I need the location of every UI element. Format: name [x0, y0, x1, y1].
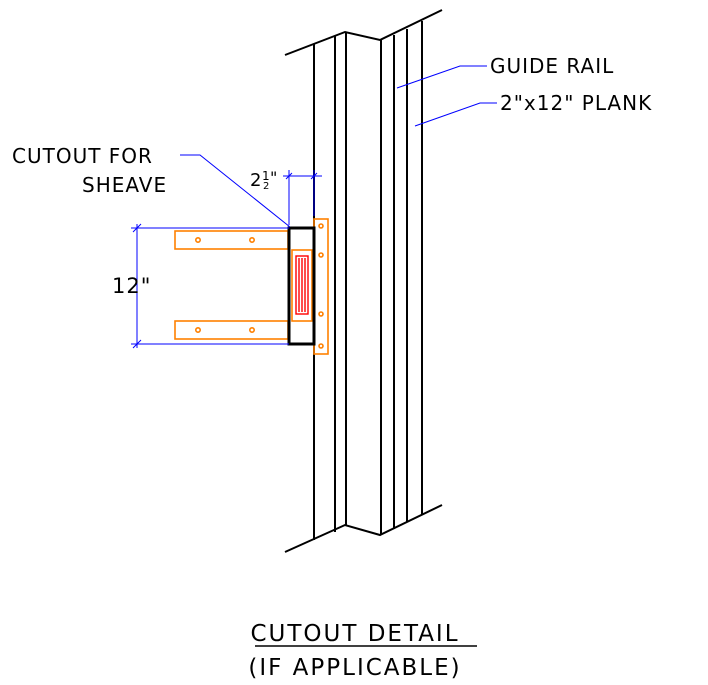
width-dimension-text: 2 1 2 ": [250, 168, 278, 192]
bolt-hole: [318, 343, 324, 349]
bolt-hole: [249, 326, 256, 333]
sheave-outer: [295, 255, 309, 315]
top-break-line: [284, 9, 443, 56]
height-tick: [132, 223, 142, 233]
bolt-hole: [195, 326, 202, 333]
dimension-lines: [131, 65, 497, 349]
bolt-hole: [318, 311, 324, 317]
dim-width-whole: 2: [250, 170, 262, 191]
upper-arm: [174, 230, 289, 250]
dim-width-numerator: 1: [262, 169, 271, 183]
bolt-hole: [195, 237, 202, 244]
sheave-housing: [291, 249, 313, 322]
height-tick: [132, 339, 142, 349]
title-line1: CUTOUT DETAIL: [250, 621, 459, 647]
plank-leader: [414, 102, 497, 127]
title-line2: (IF APPLICABLE): [248, 655, 461, 681]
sheave-bracket: [174, 218, 329, 355]
bolt-hole: [249, 237, 256, 244]
sheave: [295, 255, 309, 315]
plank-label: 2"x12" PLANK: [500, 91, 652, 115]
dim-width-denominator: 2: [263, 181, 270, 192]
bolt-hole: [318, 223, 324, 229]
dim-height-text: 12": [112, 274, 151, 298]
dim-width-inch-mark: ": [270, 168, 278, 187]
bolt-hole: [318, 252, 324, 258]
guide-rail-column: [284, 9, 443, 553]
mount-plate: [313, 218, 329, 355]
cutout-label-line2: SHEAVE: [82, 173, 167, 197]
cutout-leader: [180, 154, 291, 228]
cutout-outline: [287, 226, 316, 346]
width-tick: [285, 172, 293, 180]
guide-rail-leader: [396, 65, 487, 89]
guide-rail-label: GUIDE RAIL: [490, 54, 614, 78]
cutout-label-line1: CUTOUT FOR: [12, 144, 153, 168]
bottom-break-line: [284, 504, 443, 553]
width-tick: [310, 172, 318, 180]
lower-arm: [174, 320, 289, 340]
